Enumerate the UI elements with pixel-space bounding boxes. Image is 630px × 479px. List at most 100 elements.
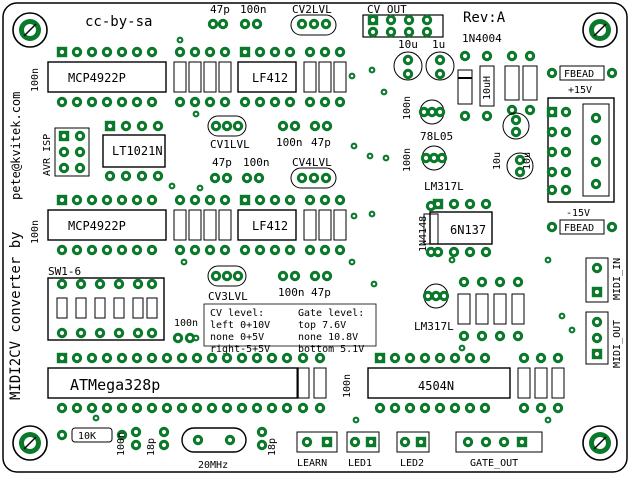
vreg-label: LM317L [424,180,464,193]
inductor-label: 10uH [482,76,493,100]
avr-isp-header [54,127,90,177]
resistor-label: 10K [78,431,96,442]
ic-label: MCP4922P [68,71,126,85]
diode-label: 1N4004 [462,32,502,45]
email-label: pete@kvitek.com [9,92,23,200]
cap-label: 100n [402,96,413,120]
cap-label: 47p [311,136,331,149]
mounting-hole-icon [12,425,48,461]
electrolytic-cap [502,112,530,140]
cap-label: 100n [342,374,353,398]
avr-isp-label: AVR ISP [42,134,53,176]
ic-atmega328p [47,352,299,414]
cv-out-header [362,14,444,38]
cap-label: 100n [116,432,127,456]
trimmer-label: CV3LVL [208,290,248,303]
trimmer-cv1 [207,115,247,137]
header-label: LED1 [348,458,372,469]
cap-label: 10u [522,152,533,170]
cap-label: 47p [210,3,230,16]
cap-label: 10u [492,152,503,170]
header-label: MIDI_IN [612,258,623,300]
electrolytic-cap [425,51,455,81]
cap-label: 100n [276,136,303,149]
ic-label: LF412 [252,219,288,233]
diode-label: 1N4148 [418,216,429,252]
cap-pair [209,172,265,184]
ic-6n137 [429,198,493,258]
electrolytic-cap [393,51,423,81]
inductor-10uh [479,50,495,122]
resistor-bank-top-right [303,46,347,108]
power-label: +15V [568,85,592,96]
vreg-lm317l [422,283,450,309]
resistor-pair [296,352,327,414]
crystal [181,427,247,453]
cap-label: 100n [240,3,267,16]
board-title: MIDI2CV converter by [8,231,24,400]
ferrite-bead-top [546,65,618,81]
ic-label: MCP4922P [68,219,126,233]
trimmer-cv2 [290,14,337,36]
cap-label: 18p [267,438,278,456]
resistor-bank-top-left [173,46,232,108]
cap-label: 10u [398,38,418,51]
ic-label: ATMega328p [70,376,160,394]
license-label: cc-by-sa [85,14,152,30]
ic-label: 6N137 [450,223,486,237]
ic-lf412-bottom [237,194,297,256]
cap-label: 100n [174,318,198,329]
electrolytic-cap [506,152,534,180]
cap-label: 47p [311,286,331,299]
switch-label: SW1-6 [48,265,81,278]
note-text: bottom 5.1V [298,344,364,355]
cap-label: 100n [243,156,270,169]
note-text: CV level: [210,308,264,319]
cap-label: 18p [146,438,157,456]
vreg-78l05 [418,99,446,125]
ic-label: LT1021N [112,144,163,158]
vreg-label: LM317L [414,320,454,333]
header-label: LED2 [400,458,424,469]
header-led2 [396,431,430,453]
ferrite-bead-bottom [546,219,618,235]
header-label: GATE_OUT [470,458,518,469]
ic-label: LF412 [252,71,288,85]
header-label: MIDI_OUT [612,320,623,368]
cap-pair [277,120,333,132]
cv-out-label: CV OUT [367,3,407,16]
resistor-bank-bottom-right [517,352,565,414]
power-connector [546,97,615,203]
trimmer-cv3 [207,265,247,287]
trimmer-label: CV1LVL [210,138,250,151]
vreg-label: 78L05 [420,130,453,143]
mounting-hole-icon [582,12,618,48]
trimmer-cv4 [290,167,337,189]
ic-mcp4922-bottom [47,194,167,256]
mounting-hole-icon [12,12,48,48]
cap-label: 100n [30,220,41,244]
dip-switch [47,277,165,341]
header-learn [296,431,338,453]
cap-label: 47p [212,156,232,169]
mounting-hole-icon [582,425,618,461]
cap-label: 1u [432,38,445,51]
note-text: none 10.8V [298,332,358,343]
diode-1n4004 [457,50,473,122]
cap-pair [277,270,333,282]
ic-4504n [367,352,511,414]
trimmer-label: CV2LVL [292,3,332,16]
resistor-bank-mid-right [303,194,347,256]
ic-lt1021n [102,120,166,182]
trimmer-label: CV4LVL [292,156,332,169]
cap-label: 100n [30,68,41,92]
note-text: top 7.6V [298,320,346,331]
cap-label: 100n [278,286,305,299]
power-label: -15V [566,208,590,219]
ic-lf412-top [237,46,297,108]
level-notes [203,303,377,347]
crystal-label: 20MHz [198,460,228,471]
header-led1 [346,431,380,453]
diode-1n4148 [423,200,439,258]
